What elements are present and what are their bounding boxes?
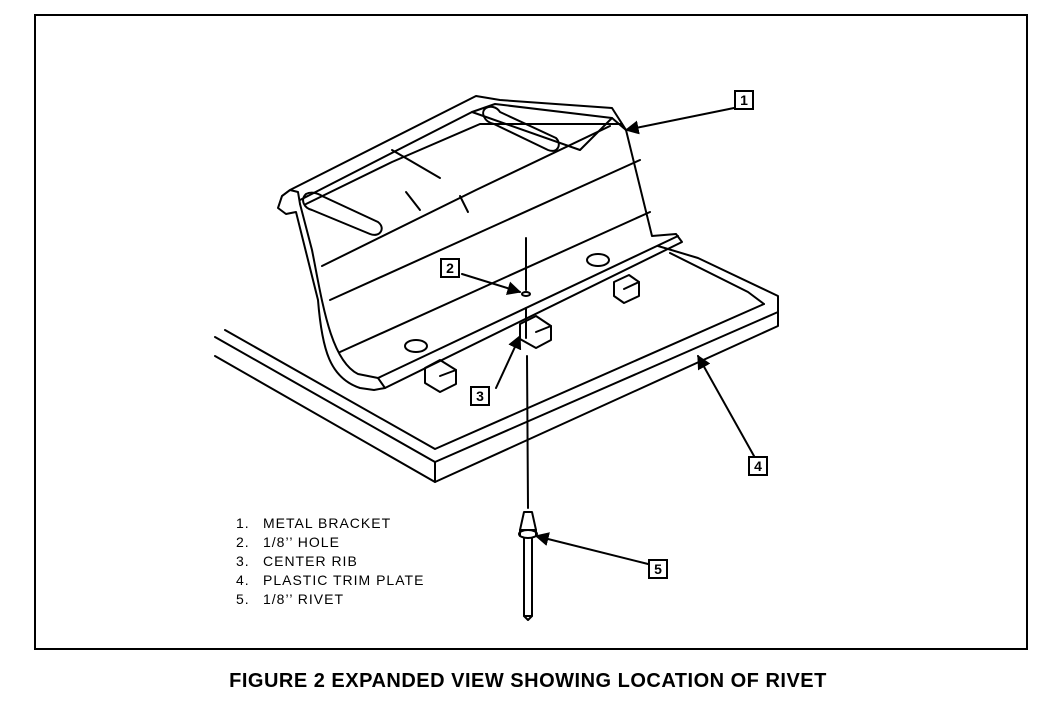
- callout-1: 1: [734, 90, 754, 110]
- legend-item: 3. CENTER RIB: [236, 552, 424, 571]
- figure-frame: [34, 14, 1028, 650]
- legend-number: 2.: [236, 534, 250, 550]
- center-ribs: [424, 274, 640, 393]
- legend-item: 1. METAL BRACKET: [236, 514, 424, 533]
- plastic-trim-plate: [214, 245, 779, 483]
- legend-label: METAL BRACKET: [263, 515, 392, 531]
- legend-number: 4.: [236, 572, 250, 588]
- legend-label: CENTER RIB: [263, 553, 358, 569]
- leader-3: [495, 334, 522, 389]
- legend-item: 2. 1/8’’ HOLE: [236, 533, 424, 552]
- callout-5: 5: [648, 559, 668, 579]
- legend-label: 1/8’’ HOLE: [263, 534, 340, 550]
- leader-lines: [461, 107, 755, 565]
- legend-number: 1.: [236, 515, 250, 531]
- leader-1: [624, 107, 735, 135]
- leader-5: [534, 532, 649, 565]
- callout-2: 2: [440, 258, 460, 278]
- legend-number: 3.: [236, 553, 250, 569]
- metal-bracket: [277, 95, 683, 391]
- leader-2: [461, 273, 522, 295]
- callout-3: 3: [470, 386, 490, 406]
- leader-4: [697, 354, 755, 457]
- figure-caption: FIGURE 2 EXPANDED VIEW SHOWING LOCATION …: [229, 670, 827, 692]
- legend-number: 5.: [236, 591, 250, 607]
- parts-legend: 1. METAL BRACKET 2. 1/8’’ HOLE 3. CENTER RI…: [236, 514, 424, 609]
- legend-item: 5. 1/8’’ RIVET: [236, 590, 424, 609]
- legend-item: 4. PLASTIC TRIM PLATE: [236, 571, 424, 590]
- callout-4: 4: [748, 456, 768, 476]
- legend-label: 1/8’’ RIVET: [263, 591, 345, 607]
- legend-label: PLASTIC TRIM PLATE: [263, 572, 425, 588]
